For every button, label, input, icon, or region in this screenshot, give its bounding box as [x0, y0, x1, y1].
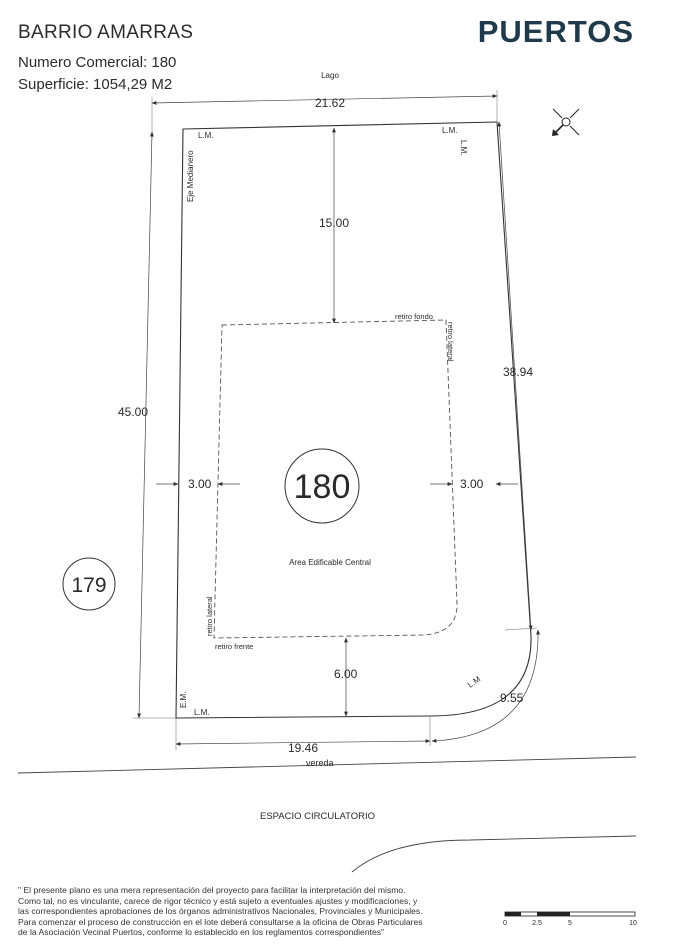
buildable-area-outline: [213, 319, 458, 639]
rear-setback-value: 15.00: [319, 216, 349, 230]
lm-label-top-left: L.M.: [198, 131, 214, 140]
scale-tick-label: 10: [629, 920, 637, 927]
retiro-frente-label: retiro frente: [215, 642, 253, 651]
retiro-lateral-left-label: retiro lateral: [205, 596, 214, 636]
top-width-value: 21.62: [315, 96, 345, 110]
disclaimer-line: Para comenzar el proceso de construcción…: [18, 916, 423, 927]
em-label: E.M.: [179, 692, 188, 708]
disclaimer-line: " El presente plano es una mera represen…: [18, 885, 406, 895]
curve-value: 9.55: [500, 691, 524, 705]
lm-label-curve: L.M: [466, 674, 482, 689]
neighbor-lot-circle: [62, 557, 116, 611]
lm-label-bottom: L.M.: [194, 708, 210, 717]
numero-comercial: Numero Comercial: 180: [18, 54, 177, 71]
lm-label-right-vertical: L.M.: [459, 140, 468, 156]
graphic-scale: 0 2.5 5 10: [503, 911, 637, 927]
disclaimer: " El presente plano es una mera represen…: [18, 885, 478, 938]
front-setback-value: 6.00: [334, 667, 358, 681]
compass-icon: [552, 108, 580, 136]
retiro-lateral-right-label: retiro lateral: [446, 322, 455, 362]
superficie: Superficie: 1054,29 M2: [18, 76, 173, 93]
brand-logo: PUERTOS: [477, 14, 634, 49]
extension-line: [504, 627, 538, 631]
bottom-width-value: 19.46: [288, 741, 318, 755]
lm-label-top-right: L.M.: [442, 126, 458, 135]
right-lateral-value: 3.00: [460, 477, 484, 491]
top-width-dimension-line: [151, 94, 498, 105]
left-lateral-value: 3.00: [188, 477, 212, 491]
disclaimer-line: las correspondientes aprobaciones de los…: [18, 906, 423, 917]
right-side-dimension-line: [497, 121, 533, 631]
left-side-dimension-line: [137, 131, 154, 719]
eje-medianero-label: Eje Medianero: [186, 150, 195, 202]
retiro-fondo-label: retiro fondo: [395, 312, 433, 321]
lot-number: 180: [294, 468, 351, 506]
street-curve-line: [351, 835, 637, 873]
disclaimer-line: de la Asociación Vecinal Puertos, confor…: [18, 927, 385, 938]
disclaimer-line: Como tal, no es vinculante, carece de ri…: [18, 895, 418, 906]
scale-tick-label: 5: [568, 920, 572, 927]
lot-boundary: [175, 121, 532, 719]
left-side-value: 45.00: [118, 405, 148, 419]
vereda-label: vereda: [306, 758, 334, 768]
espacio-circulatorio-label: ESPACIO CIRCULATORIO: [260, 811, 375, 822]
lot-number-circle: [284, 448, 360, 524]
scale-tick-label: 0: [503, 920, 507, 927]
curve-dimension-arc: [431, 629, 541, 743]
right-side-value: 38.94: [503, 365, 533, 379]
barrio-title: BARRIO AMARRAS: [18, 22, 194, 43]
scale-tick-label: 2.5: [532, 920, 542, 927]
bottom-width-dimension-line: [175, 739, 431, 746]
neighbor-lot-number: 179: [71, 574, 106, 597]
area-edificable-label: Area Edificable Central: [289, 558, 371, 567]
lago-label: Lago: [321, 71, 339, 80]
